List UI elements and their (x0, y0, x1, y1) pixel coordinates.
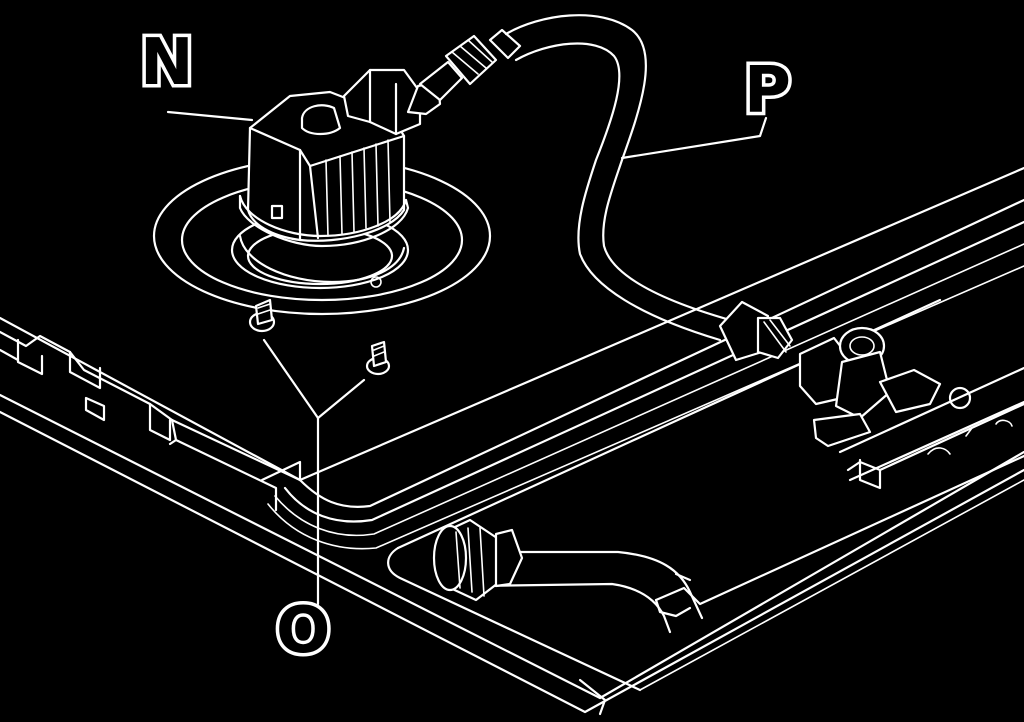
label-n: N (140, 26, 194, 100)
hob-plate (0, 166, 1024, 716)
label-p: P (744, 54, 791, 128)
leader-lines (166, 110, 768, 606)
gas-pipe-p (418, 14, 972, 448)
lower-pipe (432, 518, 704, 634)
screw-right (365, 340, 391, 376)
gas-valve-n (238, 68, 442, 248)
label-o: O (276, 594, 330, 668)
side-rail (0, 330, 302, 512)
screw-left (248, 298, 276, 333)
